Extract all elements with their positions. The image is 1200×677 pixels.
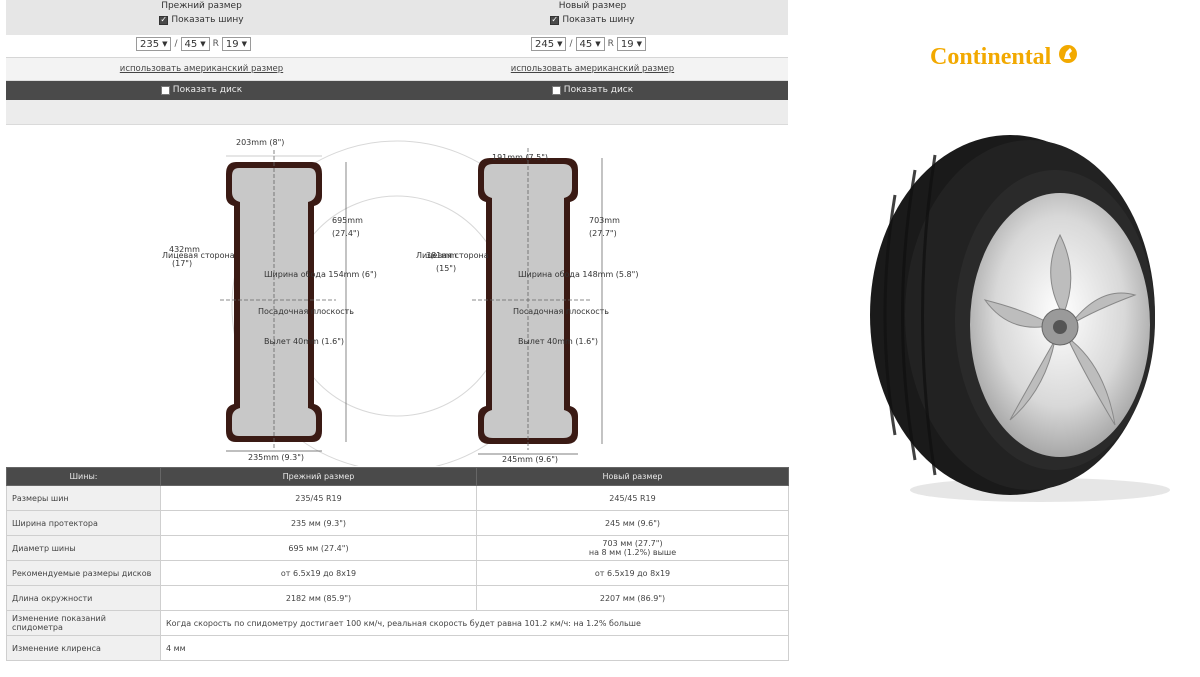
show-tire-new-checkbox[interactable]: Показать шину [397, 15, 788, 25]
comparison-table: Шины: Прежний размер Новый размер Размер… [6, 467, 789, 661]
old-diameter-label: 695mm [332, 216, 363, 225]
old-offset-label: Вылет 40mm (1.6") [264, 337, 344, 346]
show-disk-row: Показать диск Показать диск [6, 81, 788, 100]
new-profile-select[interactable]: 45▼ [575, 37, 605, 51]
show-tire-old-checkbox[interactable]: Показать шину [6, 15, 397, 25]
old-tire-section: 203mm (8") 695mm (27.4") 432mm (17") Лиц… [162, 138, 377, 462]
new-rim-diameter-label: 381mm [426, 251, 457, 260]
table-row: Ширина протектора 235 мм (9.3") 245 мм (… [6, 510, 789, 536]
table-row: Длина окружности 2182 мм (85.9") 2207 мм… [6, 585, 789, 611]
new-offset-label: Вылет 40mm (1.6") [518, 337, 598, 346]
new-width-select[interactable]: 245▼ [531, 37, 567, 51]
table-row: Диаметр шины 695 мм (27.4") 703 мм (27.7… [6, 535, 789, 561]
horse-icon [1059, 45, 1077, 63]
old-rim-width-label: Ширина обода 154mm (6") [264, 270, 377, 279]
checkbox-icon[interactable] [160, 85, 170, 95]
american-size-link-new[interactable]: использовать американский размер [510, 64, 675, 74]
table-row: Размеры шин 235/45 R19 245/45 R19 [6, 485, 789, 511]
old-rim-diameter-in-label: (17") [172, 259, 192, 268]
old-profile-select[interactable]: 45▼ [180, 37, 210, 51]
table-row: Рекомендуемые размеры дисков от 6.5x19 д… [6, 560, 789, 586]
new-size-title: Новый размер [558, 1, 627, 11]
spacer-row [6, 100, 788, 125]
american-size-row: использовать американский размер использ… [6, 58, 788, 81]
table-row: Изменение клиренса 4 мм [6, 635, 789, 661]
show-disk-old-checkbox[interactable]: Показать диск [6, 85, 397, 95]
continental-logo: Continental [930, 44, 1077, 70]
show-disk-new-checkbox[interactable]: Показать диск [397, 85, 788, 95]
old-size-title: Прежний размер [161, 1, 242, 11]
brand-wordmark: Continental [930, 44, 1052, 70]
old-rim-select[interactable]: 19▼ [221, 37, 252, 51]
new-tire-section: 191mm (7.5") 703mm (27.7") 381mm (15") Л… [416, 148, 638, 464]
new-diameter-label: 703mm [589, 216, 620, 225]
old-top-width-label: 203mm (8") [236, 138, 284, 147]
size-header: Прежний размер Показать шину Новый разме… [6, 0, 788, 39]
old-diameter-in-label: (27.4") [332, 229, 360, 238]
old-face-label: Лицевая сторона [162, 251, 235, 260]
table-row: Изменение показаний спидометра Когда ско… [6, 610, 789, 636]
new-bottom-width-label: 245mm (9.6") [502, 455, 558, 464]
new-diameter-in-label: (27.7") [589, 229, 617, 238]
table-header-row: Шины: Прежний размер Новый размер [6, 467, 789, 486]
checkbox-icon[interactable] [551, 85, 561, 95]
new-top-width-label: 191mm (7.5") [492, 153, 548, 162]
old-bottom-width-label: 235mm (9.3") [248, 453, 304, 462]
rim-outline-arc [286, 195, 508, 417]
american-size-link-old[interactable]: использовать американский размер [119, 64, 284, 74]
old-width-select[interactable]: 235▼ [136, 37, 172, 51]
old-rim-diameter-label: 432mm [169, 245, 200, 254]
old-mount-label: Посадочная плоскость [258, 307, 354, 316]
new-rim-select[interactable]: 19▼ [616, 37, 647, 51]
tire-calculator: Прежний размер Показать шину Новый разме… [6, 0, 789, 677]
old-size-selectors: 235▼ / 45▼ R 19▼ [136, 37, 252, 51]
tire-product-image [870, 135, 1170, 502]
new-mount-label: Посадочная плоскость [513, 307, 609, 316]
checkbox-icon[interactable] [159, 15, 169, 25]
new-rim-diameter-in-label: (15") [436, 264, 456, 273]
new-rim-width-label: Ширина обода 148mm (5.8") [518, 270, 638, 279]
size-select-row: 235▼ / 45▼ R 19▼ 245▼ / 45▼ R 19▼ [6, 35, 788, 58]
new-size-selectors: 245▼ / 45▼ R 19▼ [531, 37, 647, 51]
tire-cross-section-drawing: 203mm (8") 695mm (27.4") 432mm (17") Лиц… [162, 138, 638, 466]
checkbox-icon[interactable] [550, 15, 560, 25]
new-face-label: Лицевая сторона [416, 251, 489, 260]
